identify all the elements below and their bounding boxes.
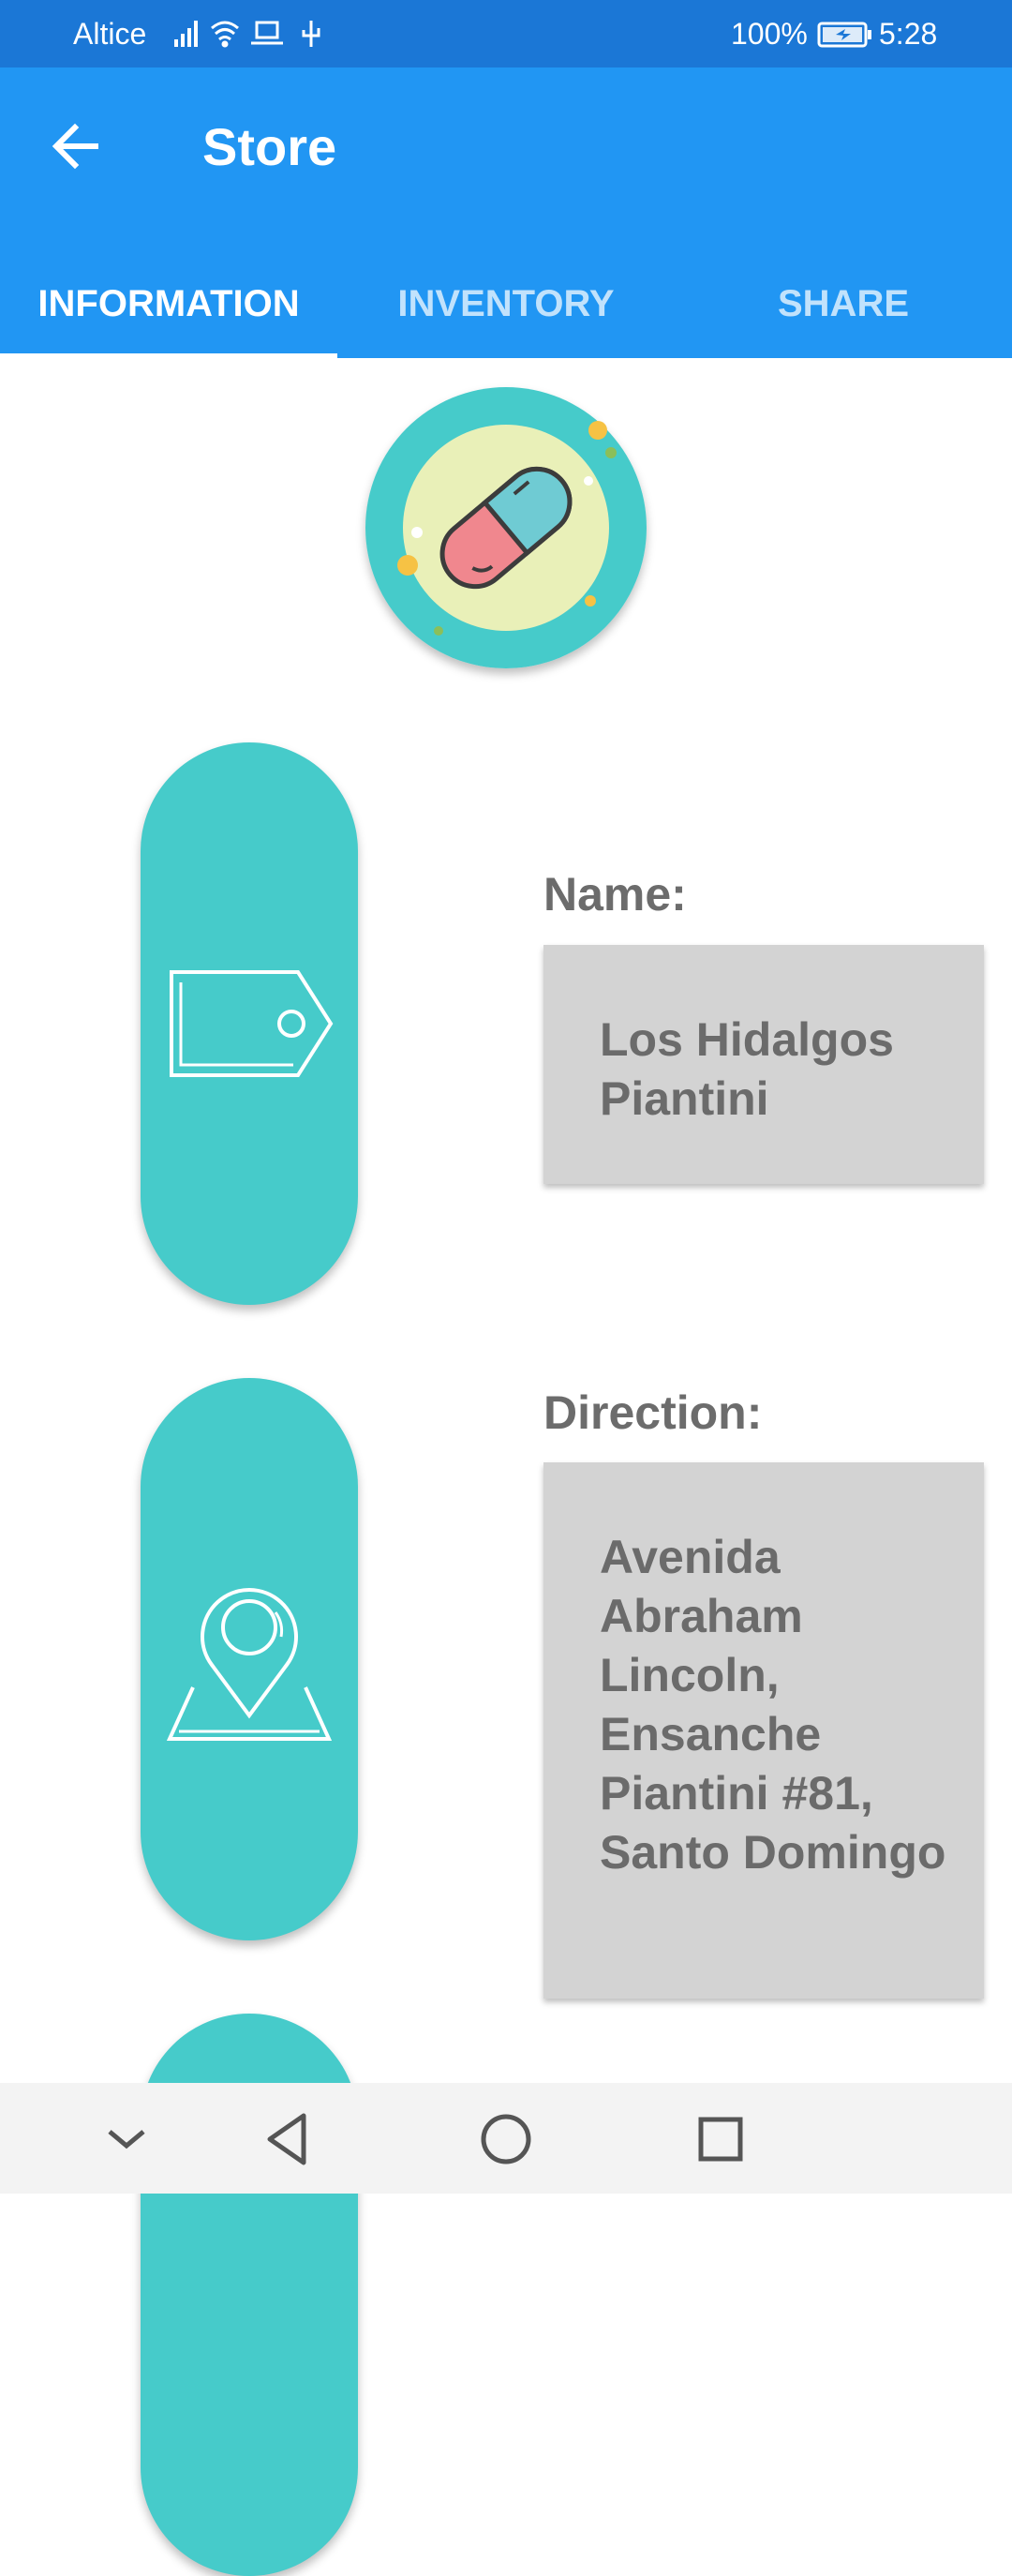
chevron-down-icon xyxy=(108,2130,145,2149)
tab-label: SHARE xyxy=(777,283,910,324)
navigation-bar xyxy=(0,2083,1012,2194)
laptop-icon xyxy=(251,21,283,45)
name-label: Name: xyxy=(543,868,687,921)
wifi-icon xyxy=(211,21,239,48)
tab-share[interactable]: SHARE xyxy=(675,250,1012,358)
battery-charging-icon xyxy=(817,22,871,48)
arrow-left-icon xyxy=(52,123,98,170)
back-triangle-icon xyxy=(267,2113,306,2165)
collapse-button[interactable] xyxy=(94,2106,159,2172)
battery-percent: 100% xyxy=(731,17,808,51)
status-icons xyxy=(174,21,320,48)
status-bar: Altice 100% 5:28 xyxy=(0,0,1012,67)
recents-square-icon xyxy=(698,2117,743,2162)
map-pin-icon xyxy=(166,1588,333,1741)
tab-label: INVENTORY xyxy=(397,283,615,324)
direction-label: Direction: xyxy=(543,1386,763,1439)
clock: 5:28 xyxy=(879,17,938,51)
back-button[interactable] xyxy=(37,107,116,186)
price-tag-icon xyxy=(170,970,334,1077)
tab-label: INFORMATION xyxy=(37,283,300,324)
name-icon-badge xyxy=(141,742,358,1305)
tab-inventory[interactable]: INVENTORY xyxy=(337,250,675,358)
page-title: Store xyxy=(202,117,337,176)
nav-back-button[interactable] xyxy=(257,2106,322,2172)
signal-icon xyxy=(174,21,198,47)
pill-capsule-icon xyxy=(365,387,647,668)
nav-home-button[interactable] xyxy=(473,2106,539,2172)
app-bar: Store INFORMATION INVENTORY SHARE xyxy=(0,67,1012,358)
tab-information[interactable]: INFORMATION xyxy=(0,250,337,358)
direction-value: Avenida Abraham Lincoln, Ensanche Pianti… xyxy=(543,1462,984,1999)
tab-indicator xyxy=(0,353,337,358)
nav-recents-button[interactable] xyxy=(688,2106,753,2172)
carrier-name: Altice xyxy=(73,17,147,51)
home-circle-icon xyxy=(481,2114,531,2164)
tab-bar: INFORMATION INVENTORY SHARE xyxy=(0,250,1012,358)
store-logo xyxy=(365,387,647,668)
name-value: Los Hidalgos Piantini xyxy=(543,945,984,1184)
direction-icon-badge xyxy=(141,1378,358,1940)
usb-icon xyxy=(302,21,320,47)
